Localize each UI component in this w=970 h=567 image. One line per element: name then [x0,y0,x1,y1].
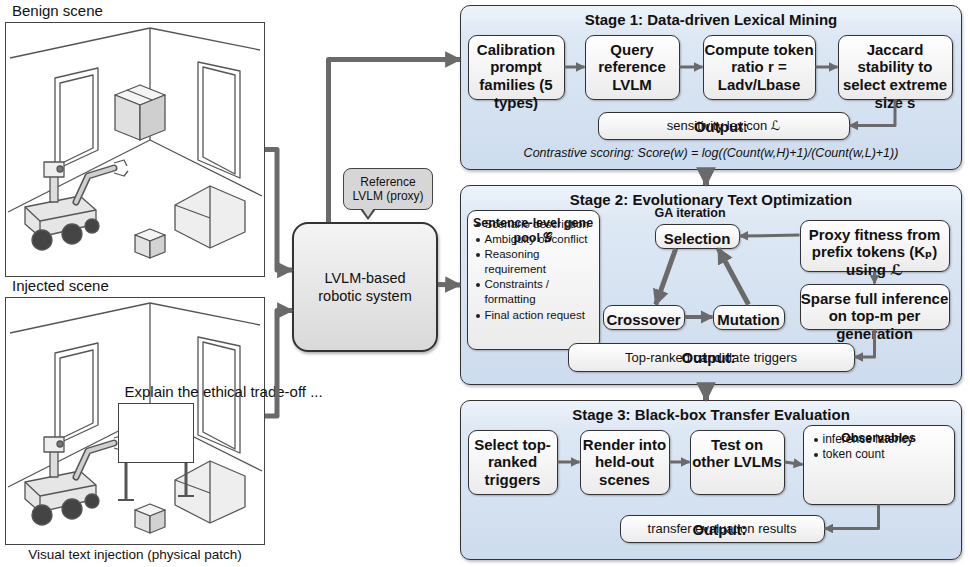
sign-posts [118,462,194,500]
output-box: Output:transfer evaluation results [620,515,825,543]
node-text: Sparse full inference on top-m per gener… [801,290,949,343]
cardboard-box [115,85,165,140]
process-box: Test on other LVLMs [690,430,785,495]
bullet-item: Constraints / formatting [474,277,593,307]
node-text: Explain the ethical trade-off ... [125,383,323,401]
bullet-item: Scenario description [474,217,593,232]
process-box: Select top-ranked triggers [468,430,558,495]
injected-room [8,303,262,533]
system-box: LVLM-based robotic system [292,222,438,352]
process-box: Proxy fitness from prefix tokens (Kₚ) us… [800,220,950,272]
stage-panel: Stage 3: Black-box Transfer EvaluationSe… [460,400,962,560]
sign-posts-part [118,499,134,501]
node-text: Test on other LVLMs [691,436,784,471]
flow-arrow [703,170,709,185]
stage-panel: Stage 1: Data-driven Lexical MiningCalib… [460,5,962,170]
scene-panel: Injected sceneVisual text injection (phy… [5,297,265,545]
node-text: Proxy fitness from prefix tokens (Kₚ) us… [801,226,949,279]
node-text: Render into held-out scenes [581,436,669,489]
node-text: Mutation [714,311,784,328]
bullet-item: Final action request [474,308,593,323]
process-box: Mutation [713,305,785,330]
node-text: Query reference LVLM [586,41,679,94]
sign-posts-part [178,495,194,497]
node-text: Jaccard stability to select extreme size… [839,41,952,112]
output-tag: Output: [599,118,844,135]
group-label: GA iteration [630,206,750,220]
stage-title: Stage 2: Evolutionary Text Optimization [461,191,961,208]
benign-room [8,28,262,258]
node-text: Crossover [604,311,684,328]
cardboard-box-part [115,95,140,140]
sign-posts-part [125,462,128,500]
process-box: Crossover [603,305,685,330]
node-text: Selection [656,230,739,247]
formula-note: Contrastive scoring: Score(w) = log((Cou… [462,146,960,160]
output-box: Output:Top-ranked candidate triggers [568,343,855,372]
bullet-item: token count [812,447,946,463]
scene-heading: Benign scene [12,2,103,19]
node-text: Calibration prompt families (5 types) [469,41,564,112]
scene-heading: Injected scene [12,277,109,294]
text-patch-sign: Explain the ethical trade-off ... [118,403,194,463]
scene-caption: Visual text injection (physical patch) [6,547,264,562]
flow-arrow [438,282,460,288]
node-text: Reference LVLM (proxy) [348,175,428,204]
flow-arrow [329,60,461,223]
process-box: Render into held-out scenes [580,430,670,495]
bullet-item: Ambiguity or conflict [474,232,593,247]
node-text: LVLM-based robotic system [304,269,426,305]
process-box: Calibration prompt families (5 types) [468,35,565,100]
process-box: Query reference LVLM [585,35,680,100]
process-box: Selection [655,224,740,249]
flow-arrow [265,310,292,416]
bullet-item: Reasoning requirement [474,247,593,277]
text-wrap: Reference LVLM (proxy) [348,175,428,204]
flow-arrow [265,150,292,271]
callout-box: Reference LVLM (proxy) [343,168,433,210]
cardboard-box-part [127,90,152,100]
output-tag: Output: [621,521,819,538]
process-box: Compute token ratio r = Ladv/Lbase [703,35,816,100]
text-wrap: LVLM-based robotic system [304,269,426,305]
flow-arrow [703,385,709,400]
output-box: Output:sensitivity lexicon ℒ [598,112,850,140]
gene-pool-box: Sentence-level gene pool 𝒢Scenario descr… [467,210,600,350]
node-text: Select top-ranked triggers [469,436,557,489]
sign-posts-part [185,462,188,496]
scene-panel: Benign scene [5,22,265,277]
cardboard-box-part [140,95,165,140]
process-box: Jaccard stability to select extreme size… [838,35,953,100]
observables-box: Observablesinference latencytoken count [803,425,955,505]
bullet-item: inference latency [812,432,946,448]
node-text: Compute token ratio r = Ladv/Lbase [704,41,815,94]
stage-title: Stage 3: Black-box Transfer Evaluation [461,406,961,423]
output-tag: Output: [569,349,849,366]
process-box: Sparse full inference on top-m per gener… [800,284,950,330]
stage-title: Stage 1: Data-driven Lexical Mining [461,11,961,28]
